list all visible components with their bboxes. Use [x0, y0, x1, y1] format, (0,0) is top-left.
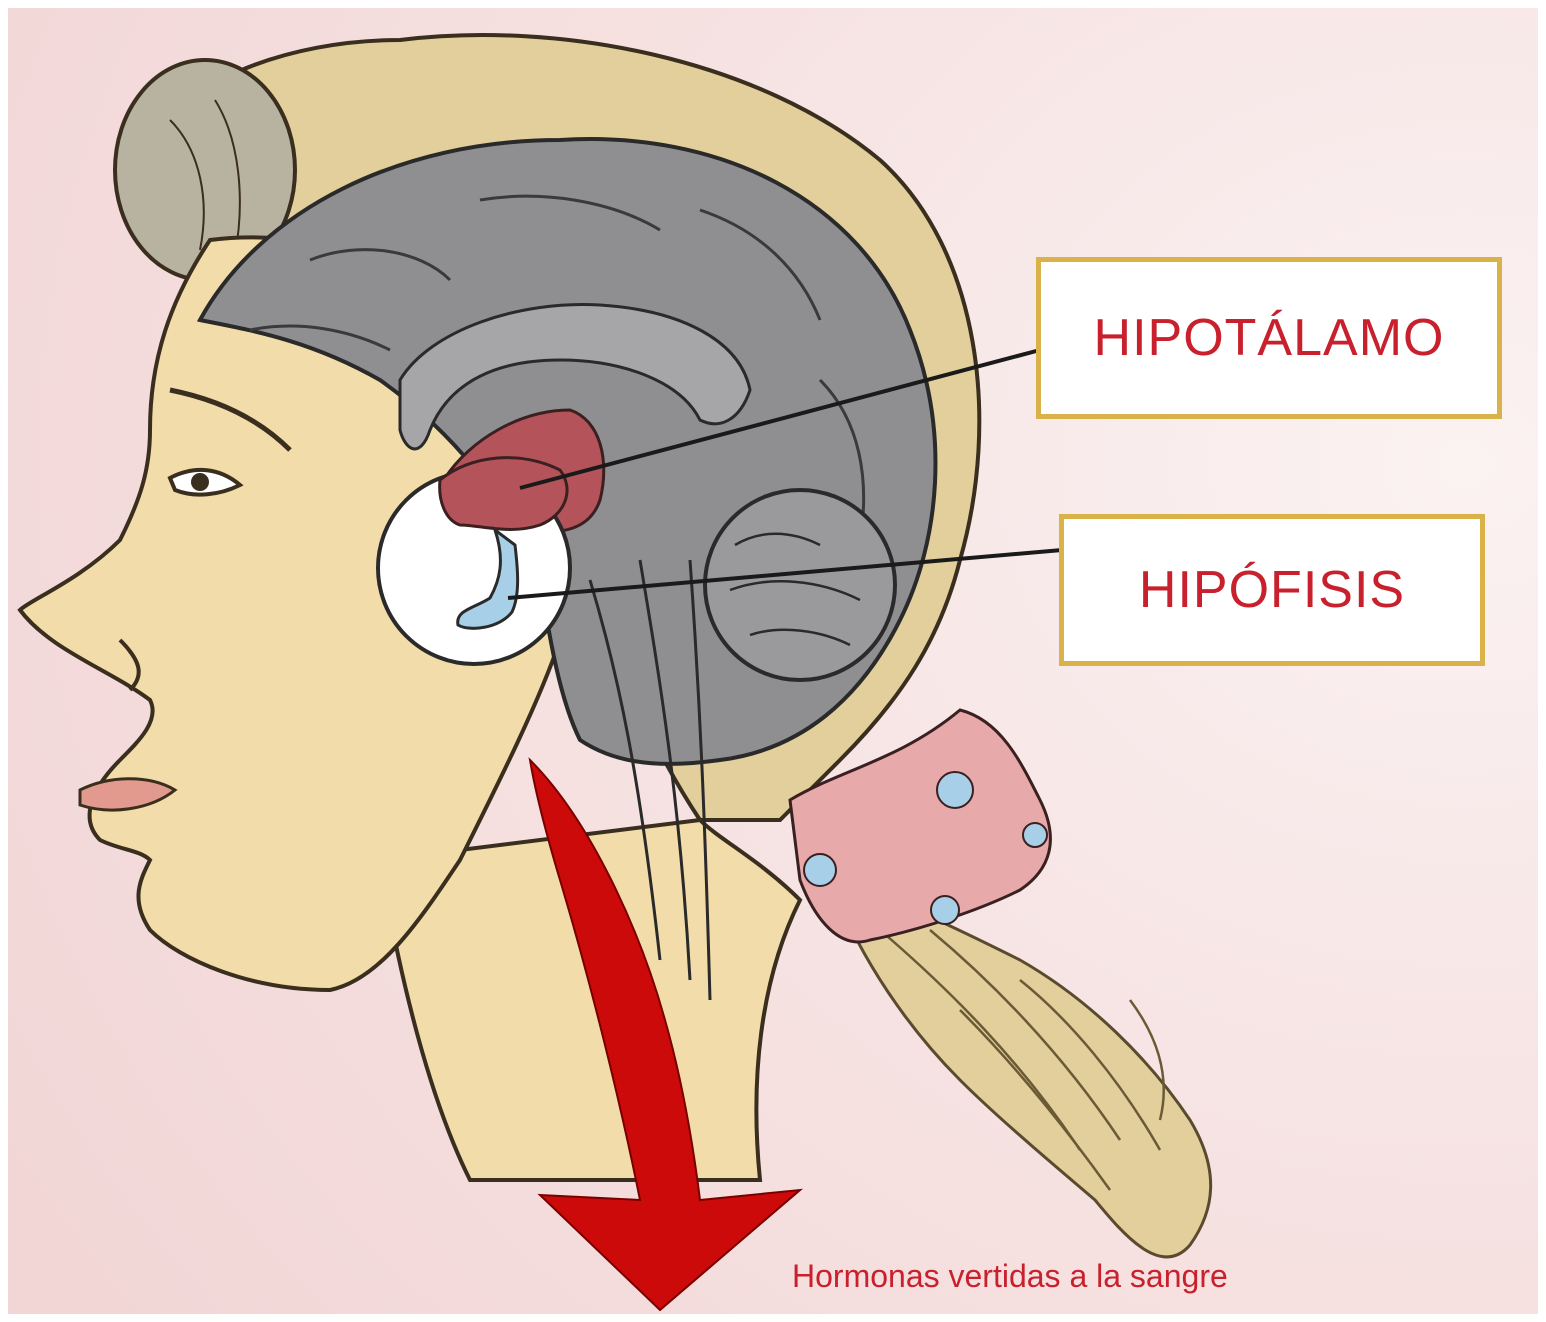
label-hypothalamus: HIPOTÁLAMO [1036, 257, 1502, 419]
pupil [191, 473, 209, 491]
label-hypothalamus-text: HIPOTÁLAMO [1094, 308, 1445, 368]
caption-hormones: Hormonas vertidas a la sangre [792, 1258, 1228, 1295]
label-pituitary-text: HIPÓFISIS [1139, 560, 1405, 620]
label-pituitary: HIPÓFISIS [1059, 514, 1485, 666]
cerebellum [705, 490, 895, 680]
hypothalamus-zoom [440, 458, 567, 530]
